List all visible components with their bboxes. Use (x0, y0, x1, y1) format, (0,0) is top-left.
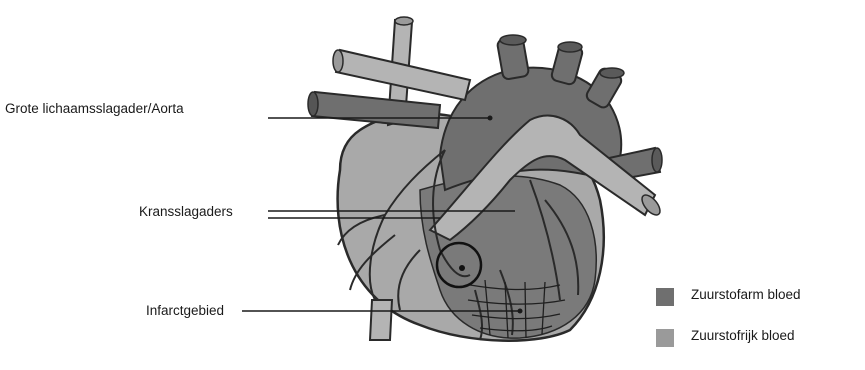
label-infarct: Infarctgebied (146, 303, 224, 318)
inferior-vena-cava (370, 300, 392, 340)
legend-swatch-oxygen-rich (656, 329, 674, 347)
label-aorta: Grote lichaamsslagader/Aorta (5, 101, 184, 116)
legend-label-oxygen-poor: Zuurstofarm bloed (691, 287, 801, 302)
vessel-upper-left-2 (312, 92, 440, 128)
legend-swatch-oxygen-poor (656, 288, 674, 306)
label-coronary: Kransslagaders (139, 204, 233, 219)
legend-label-oxygen-rich: Zuurstofrijk bloed (691, 328, 795, 343)
